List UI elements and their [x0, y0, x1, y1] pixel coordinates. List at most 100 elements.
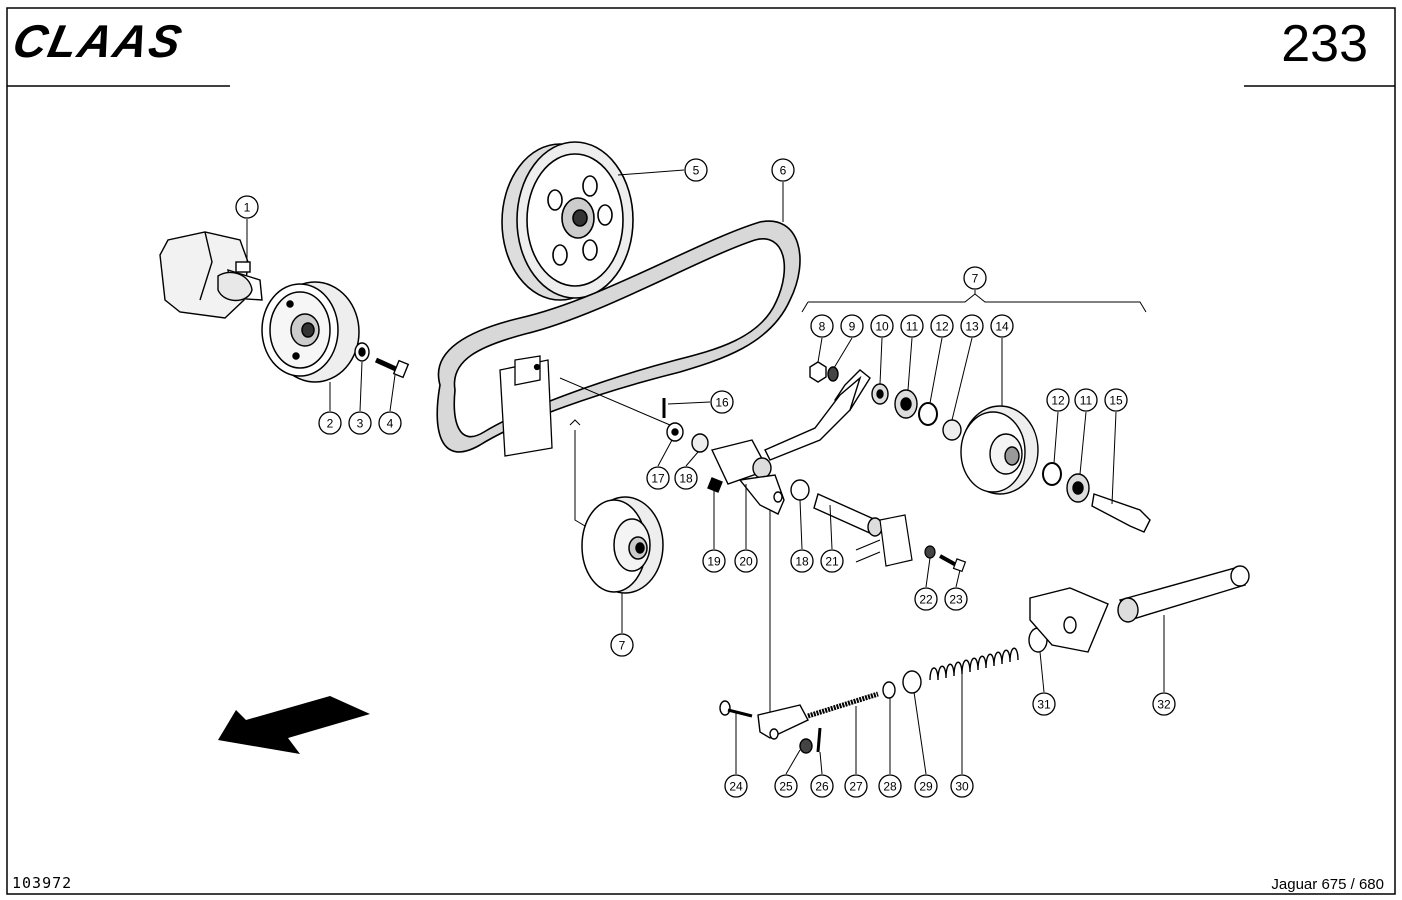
callout-number: 22 [919, 593, 933, 607]
callout-circle [1046, 388, 1070, 412]
part-callout-31: 31 [1032, 692, 1056, 716]
part-callout-16: 16 [710, 390, 734, 414]
callout-circle [810, 314, 834, 338]
callout-number: 3 [357, 417, 364, 431]
part-callout-5: 5 [684, 158, 708, 182]
callout-number: 20 [739, 555, 753, 569]
callout-number: 13 [965, 320, 979, 334]
callout-number: 11 [1080, 394, 1093, 408]
gearbox-housing [159, 231, 263, 319]
callout-number: 23 [949, 593, 963, 607]
callout-circle [1074, 388, 1098, 412]
callout-circle [771, 158, 795, 182]
callout-circle [348, 411, 372, 435]
part-callout-14: 14 [990, 314, 1014, 338]
callout-circle [914, 587, 938, 611]
callout-number: 25 [779, 780, 793, 794]
callout-number: 29 [919, 780, 933, 794]
callout-number: 15 [1109, 394, 1123, 408]
callout-number: 1 [244, 201, 251, 215]
part-callout-11: 11 [900, 314, 924, 338]
mounting-bracket-22-23 [855, 514, 967, 573]
part-callout-28: 28 [878, 774, 902, 798]
callout-number: 21 [825, 555, 839, 569]
callout-circle [734, 549, 758, 573]
callout-circle [684, 158, 708, 182]
callout-circle [990, 314, 1014, 338]
callout-number: 11 [906, 320, 919, 334]
part-callout-23: 23 [944, 587, 968, 611]
part-callout-30: 30 [950, 774, 974, 798]
callout-leaders [246, 169, 1165, 775]
callout-circle [235, 195, 259, 219]
part-callout-27: 27 [844, 774, 868, 798]
callout-circle [646, 466, 670, 490]
callout-circle [930, 314, 954, 338]
part-callout-11: 11 [1074, 388, 1098, 412]
callout-circle [674, 466, 698, 490]
callout-number: 18 [795, 555, 809, 569]
page-frame [6, 7, 1396, 895]
callout-circle [878, 774, 902, 798]
callout-circle [1032, 692, 1056, 716]
callout-number: 16 [715, 396, 729, 410]
callout-number: 7 [619, 639, 626, 653]
callout-circle [820, 549, 844, 573]
model-label: Jaguar 675 / 680 [1271, 876, 1384, 893]
callout-number: 19 [707, 555, 721, 569]
callout-circle [318, 411, 342, 435]
part-callout-8: 8 [810, 314, 834, 338]
callout-number: 18 [679, 472, 693, 486]
callout-number: 8 [819, 320, 826, 334]
part-callout-32: 32 [1152, 692, 1176, 716]
part-callout-13: 13 [960, 314, 984, 338]
pivot-arm-parts [662, 398, 883, 537]
tension-rod-parts [719, 565, 1250, 754]
callout-circle [810, 774, 834, 798]
callout-number: 32 [1157, 698, 1171, 712]
callout-circle [844, 774, 868, 798]
part-callout-9: 9 [840, 314, 864, 338]
part-callout-24: 24 [724, 774, 748, 798]
document-id: 103972 [12, 874, 73, 892]
callout-circle [840, 314, 864, 338]
callout-circle [1152, 692, 1176, 716]
part-callout-19: 19 [702, 549, 726, 573]
callout-circle [870, 314, 894, 338]
part-callout-15: 15 [1104, 388, 1128, 412]
washer-part-3 [354, 342, 370, 362]
part-callout-1: 1 [235, 195, 259, 219]
pulley-part-2 [261, 281, 360, 383]
part-callout-26: 26 [810, 774, 834, 798]
callout-number: 14 [995, 320, 1009, 334]
callout-number: 12 [1051, 394, 1065, 408]
part-callout-6: 6 [771, 158, 795, 182]
callout-number: 28 [883, 780, 897, 794]
callout-number: 4 [387, 417, 394, 431]
tensioner-bracket [499, 355, 553, 457]
page-number: 233 [1281, 15, 1368, 73]
callout-number: 24 [729, 780, 743, 794]
callout-number: 27 [849, 780, 863, 794]
callout-circle [710, 390, 734, 414]
part-callout-7: 7 [963, 266, 987, 290]
part-callout-18: 18 [674, 466, 698, 490]
part-callout-2: 2 [318, 411, 342, 435]
idler-assembly-parts [764, 361, 1151, 533]
callout-circle [774, 774, 798, 798]
callout-circle [914, 774, 938, 798]
callout-number: 12 [935, 320, 949, 334]
callout-circle [724, 774, 748, 798]
part-callout-12: 12 [1046, 388, 1070, 412]
callout-circle [1104, 388, 1128, 412]
callout-circle [950, 774, 974, 798]
part-callout-21: 21 [820, 549, 844, 573]
part-callout-12: 12 [930, 314, 954, 338]
part-callout-18: 18 [790, 549, 814, 573]
direction-arrow [218, 696, 370, 754]
callout-number: 26 [815, 780, 829, 794]
part-callout-4: 4 [378, 411, 402, 435]
callout-circle [963, 266, 987, 290]
callout-circle [610, 633, 634, 657]
